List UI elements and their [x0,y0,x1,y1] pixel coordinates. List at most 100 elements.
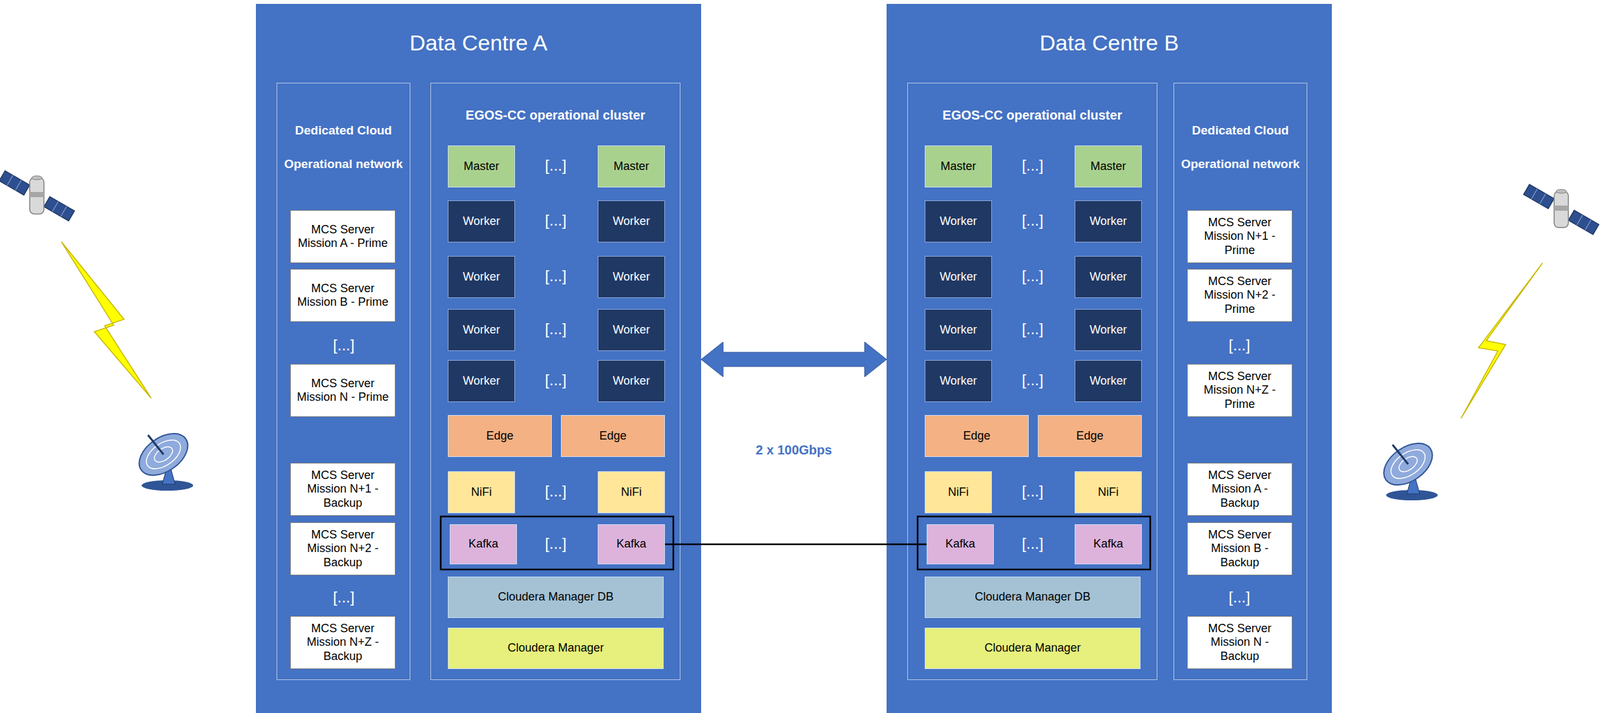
worker-node-box: Worker [447,255,516,298]
lightning-bolt [61,241,152,399]
ellipsis-label: [...] [544,370,567,390]
box-label: MCS Server Mission B - Prime [294,281,391,309]
ellipsis-label: [...] [544,482,567,501]
box-label: Worker [939,374,978,388]
box-label: MCS Server Mission B - Backup [1191,527,1288,570]
ellipsis-label: [...] [1021,482,1043,501]
box-label: Kafka [945,536,976,551]
box-label: MCS Server Mission N+2 - Backup [294,527,391,570]
server-box: MCS Server Mission N+Z - Backup [290,615,396,669]
data-heading: Data Centre B [886,29,1332,56]
edge-node-box: Edge [924,414,1029,457]
worker-node-box: Worker [597,255,665,298]
satellite-icon [1523,184,1599,235]
replication-line [664,543,927,546]
nifi-node-box: NiFi [597,471,665,514]
ellipsis-label: [...] [544,156,567,175]
nifi-node-box: NiFi [1074,471,1142,514]
manager-box: Cloudera Manager [447,627,664,669]
kafka-group-outline [440,516,674,570]
box-label: MCS Server Mission A - Backup [1191,468,1288,510]
box-label: NiFi [471,485,492,499]
box-label: Worker [1089,214,1127,229]
ellipsis-label: [...] [1021,156,1043,175]
ellipsis-label: [...] [544,319,567,338]
network-heading: Dedicated Cloud [1174,123,1307,138]
manager-box: Cloudera Manager [924,627,1141,669]
ellipsis-label: [...] [544,211,567,230]
box-label: Master [940,159,976,174]
ellipsis-label: [...] [1228,336,1250,355]
database-box: Cloudera Manager DB [447,576,664,618]
kafka-node-box: Kafka [926,524,994,565]
box-label: Worker [939,323,978,337]
worker-node-box: Worker [924,200,992,243]
edge-node-box: Edge [447,414,552,457]
worker-node-box: Worker [1074,359,1142,402]
box-label: MCS Server Mission N+1 - Prime [1191,215,1288,258]
box-label: Worker [612,214,651,229]
box-label: NiFi [947,485,969,499]
ellipsis-label: [...] [1021,534,1043,553]
worker-node-box: Worker [1074,255,1142,298]
ellipsis-label: [...] [332,336,355,355]
box-label: Worker [1089,323,1127,337]
box-label: Master [463,159,499,174]
lightning-bolt [1461,263,1543,419]
box-label: Worker [939,270,978,284]
worker-node-box: Worker [597,359,665,402]
box-label: Cloudera Manager [984,641,1081,655]
box-label: Edge [962,429,990,443]
box-label: Worker [462,374,501,388]
box-label: Kafka [468,536,499,551]
ellipsis-label: [...] [1021,266,1043,285]
box-label: Worker [1089,374,1127,388]
ellipsis-label: [...] [1228,588,1250,607]
box-label: Edge [599,429,627,443]
worker-node-box: Worker [597,200,665,243]
kafka-node-box: Kafka [597,524,665,565]
master-node-box: Master [597,145,665,188]
server-box: MCS Server Mission N - Backup [1187,615,1293,669]
ellipsis-label: [...] [544,534,567,553]
kafka-node-box: Kafka [449,524,517,565]
master-node-box: Master [447,145,516,188]
box-label: Worker [939,214,978,229]
ellipsis-label: [...] [1021,211,1043,230]
master-node-box: Master [924,145,992,188]
box-label: Worker [462,270,501,284]
data-centre-panel: Data Centre BEGOS-CC operational cluster… [886,3,1332,713]
box-label: MCS Server Mission N - Backup [1191,621,1288,664]
network-heading: Operational network [277,157,410,172]
server-box: MCS Server Mission B - Prime [290,268,396,322]
edge-node-box: Edge [1037,414,1142,457]
server-box: MCS Server Mission N+1 - Prime [1187,210,1293,264]
link-bandwidth-label: 2 x 100Gbps [753,441,835,459]
box-label: Worker [462,214,501,229]
data-heading: Data Centre A [255,29,702,56]
box-label: NiFi [1097,485,1119,499]
worker-node-box: Worker [924,255,992,298]
ellipsis-label: [...] [544,266,567,285]
data-centre-panel: Data Centre ADedicated CloudOperational … [255,3,702,713]
box-label: Worker [462,323,501,337]
box-label: Worker [612,323,651,337]
server-box: MCS Server Mission N+2 - Backup [290,522,396,576]
database-box: Cloudera Manager DB [924,576,1141,618]
worker-node-box: Worker [924,359,992,402]
box-label: Worker [612,270,651,284]
box-label: Kafka [1093,536,1124,551]
box-label: Cloudera Manager DB [497,589,614,604]
box-label: Master [613,159,649,174]
satellite-icon [0,170,75,222]
box-label: MCS Server Mission N+2 - Prime [1191,274,1288,316]
ellipsis-label: [...] [1021,319,1043,338]
worker-node-box: Worker [447,359,516,402]
worker-node-box: Worker [597,308,665,351]
box-label: Kafka [616,536,647,551]
box-label: Edge [485,429,514,443]
nifi-node-box: NiFi [924,471,992,514]
box-label: MCS Server Mission N+Z - Backup [294,621,391,664]
server-box: MCS Server Mission N - Prime [290,363,396,417]
